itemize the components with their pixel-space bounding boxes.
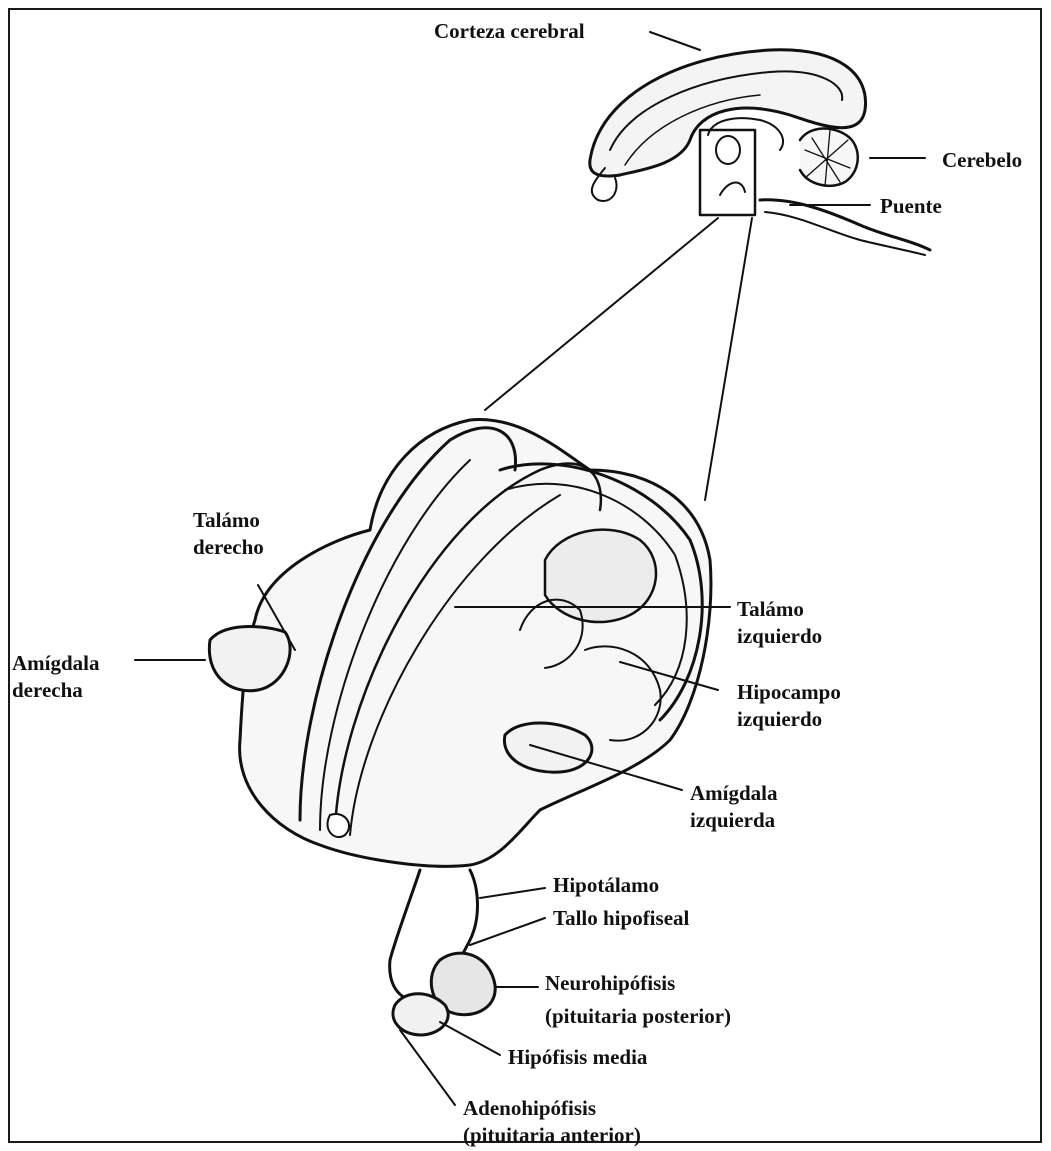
label-talamo-izquierdo-line2: izquierdo bbox=[737, 623, 822, 650]
sagittal-brain-section bbox=[590, 50, 930, 255]
label-cerebelo: Cerebelo bbox=[942, 147, 1022, 174]
label-talamo-izquierdo-line1: Talámo bbox=[737, 596, 822, 623]
label-hipocampo-izquierdo-line2: izquierdo bbox=[737, 706, 841, 733]
label-talamo-derecho-line1: Talámo bbox=[193, 507, 264, 534]
label-hipofisis-media: Hipófisis media bbox=[508, 1044, 647, 1071]
label-neurohipofisis: Neurohipófisis (pituitaria posterior) bbox=[545, 970, 731, 1030]
label-talamo-derecho-line2: derecho bbox=[193, 534, 264, 561]
zoom-line-left bbox=[485, 218, 718, 410]
label-adenohipofisis-line1: Adenohipófisis bbox=[463, 1095, 641, 1122]
label-puente: Puente bbox=[880, 193, 942, 220]
label-adenohipofisis-line2: (pituitaria anterior) bbox=[463, 1122, 641, 1149]
zoom-line-right bbox=[705, 218, 752, 500]
label-hipocampo-izquierdo-line1: Hipocampo bbox=[737, 679, 841, 706]
label-talamo-derecho: Talámo derecho bbox=[193, 507, 264, 561]
label-neurohipofisis-line2: (pituitaria posterior) bbox=[545, 1003, 731, 1030]
label-hipotalamo: Hipotálamo bbox=[553, 872, 659, 899]
label-amigdala-izquierda-line1: Amígdala bbox=[690, 780, 778, 807]
label-amigdala-derecha-line2: derecha bbox=[12, 677, 100, 704]
label-talamo-izquierdo: Talámo izquierdo bbox=[737, 596, 822, 650]
label-adenohipofisis: Adenohipófisis (pituitaria anterior) bbox=[463, 1095, 641, 1149]
label-corteza-cerebral: Corteza cerebral bbox=[434, 18, 585, 45]
label-neurohipofisis-line1: Neurohipófisis bbox=[545, 970, 731, 997]
label-tallo-hipofiseal: Tallo hipofiseal bbox=[553, 905, 689, 932]
limbic-structure bbox=[209, 420, 711, 1035]
label-amigdala-izquierda: Amígdala izquierda bbox=[690, 780, 778, 834]
label-amigdala-izquierda-line2: izquierda bbox=[690, 807, 778, 834]
label-hipocampo-izquierdo: Hipocampo izquierdo bbox=[737, 679, 841, 733]
label-amigdala-derecha: Amígdala derecha bbox=[12, 650, 100, 704]
label-amigdala-derecha-line1: Amígdala bbox=[12, 650, 100, 677]
